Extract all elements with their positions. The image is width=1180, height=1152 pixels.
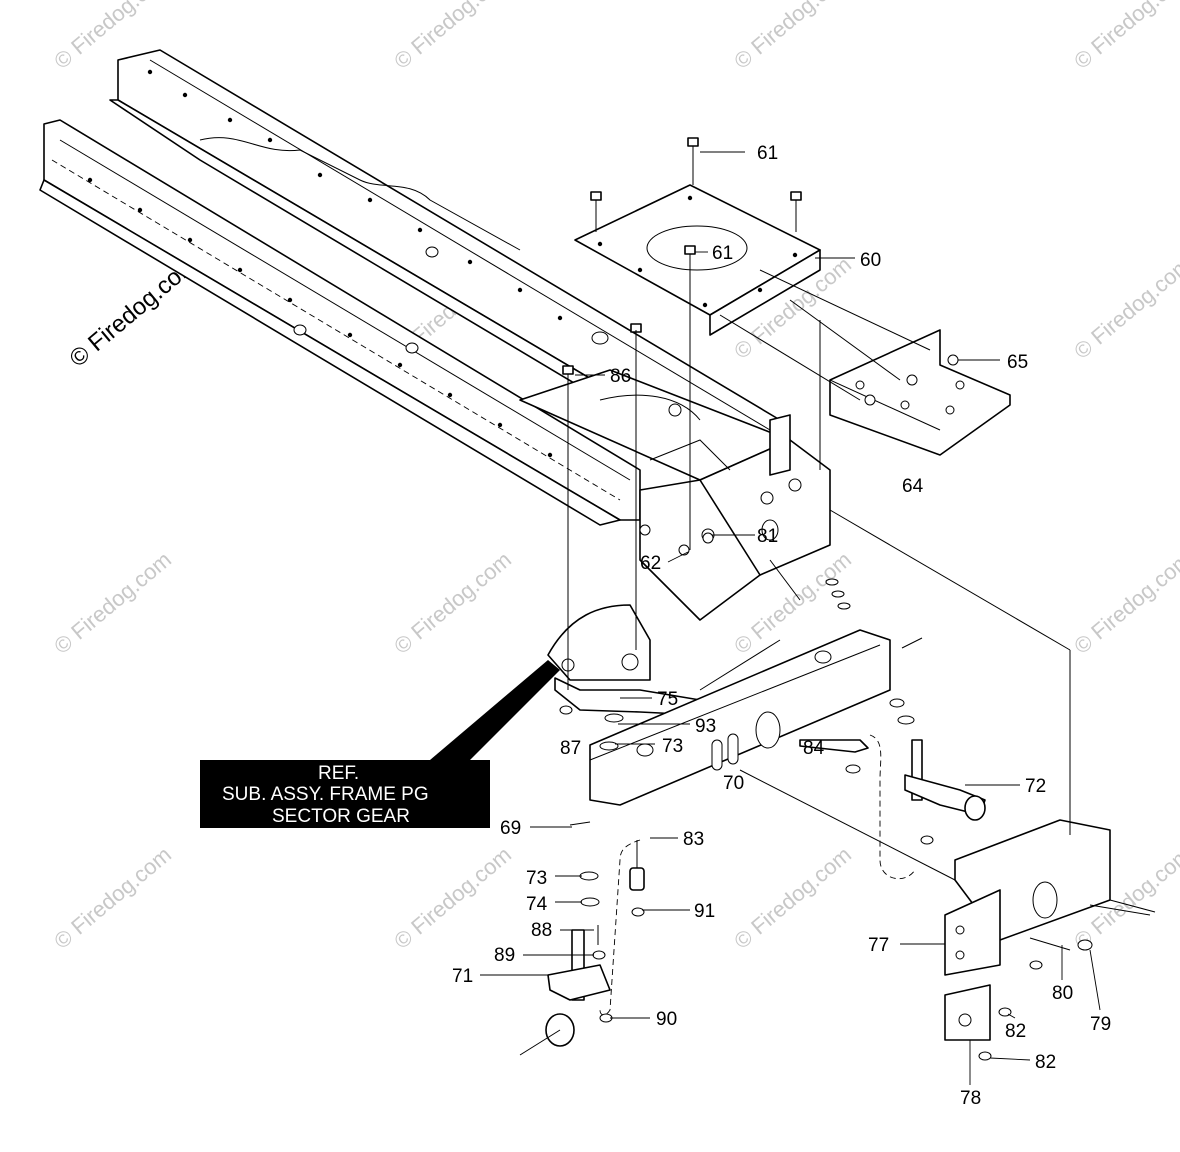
watermark: © Firedog.com <box>389 0 516 74</box>
spindle-left-71 <box>519 929 611 1056</box>
watermark: © Firedog.com <box>49 842 176 954</box>
watermark: © Firedog.com <box>729 0 856 74</box>
callout-86: 86 <box>610 366 631 387</box>
callout-88: 88 <box>531 920 552 941</box>
callout-93: 93 <box>695 716 716 737</box>
callout-labels: 61 61 60 65 64 86 81 62 75 93 73 87 84 7… <box>452 143 1111 1109</box>
reference-line-3: SECTOR GEAR <box>272 806 410 827</box>
callout-73: 73 <box>526 868 547 889</box>
callout-71: 71 <box>452 966 473 987</box>
front-axle-70 <box>589 629 891 806</box>
axle-support-77 <box>944 819 1151 976</box>
callout-73: 73 <box>662 736 683 757</box>
callout-74: 74 <box>526 894 548 915</box>
watermark: © Firedog.com <box>1069 252 1180 364</box>
callout-75: 75 <box>657 689 678 710</box>
callout-78: 78 <box>960 1088 981 1109</box>
callout-83: 83 <box>683 829 704 850</box>
rail-holes <box>87 69 609 458</box>
reference-pointer <box>430 660 560 760</box>
callout-60: 60 <box>860 250 881 271</box>
callout-84: 84 <box>803 738 825 759</box>
watermark: © Firedog.com <box>49 547 176 659</box>
callout-79: 79 <box>1090 1014 1111 1035</box>
callout-65: 65 <box>1007 352 1028 373</box>
reference-line-1: REF. <box>318 763 359 784</box>
callout-77: 77 <box>868 935 889 956</box>
callout-91: 91 <box>694 901 715 922</box>
reference-box <box>200 760 490 828</box>
callout-80: 80 <box>1052 983 1073 1004</box>
callout-70: 70 <box>723 773 744 794</box>
callout-81: 81 <box>757 526 778 547</box>
callout-72: 72 <box>1025 776 1046 797</box>
callout-69: 69 <box>500 818 521 839</box>
bracket-78 <box>944 984 991 1041</box>
watermark: © Firedog.com <box>1069 0 1180 74</box>
watermark: © Firedog.com <box>389 842 516 954</box>
callout-82: 82 <box>1005 1021 1026 1042</box>
callout-62: 62 <box>640 553 661 574</box>
assembly-lines <box>567 255 1071 1016</box>
callout-leaders <box>480 151 1101 1085</box>
fasteners <box>559 137 1156 1061</box>
callout-82: 82 <box>1035 1052 1056 1073</box>
callout-61: 61 <box>757 143 778 164</box>
callout-90: 90 <box>656 1009 677 1030</box>
watermark: © Firedog.com <box>1069 547 1180 659</box>
reference-line-2: SUB. ASSY. FRAME PG <box>222 784 429 805</box>
watermark: © Firedog.com <box>389 547 516 659</box>
callout-89: 89 <box>494 945 515 966</box>
callout-61: 61 <box>712 243 733 264</box>
reference-note: REF. SUB. ASSY. FRAME PG SECTOR GEAR <box>200 660 560 828</box>
mounting-plate-60 <box>574 184 821 336</box>
callout-87: 87 <box>560 738 581 759</box>
callout-64: 64 <box>902 476 924 497</box>
watermark: © Firedog.com <box>729 842 856 954</box>
spindle-right-72 <box>904 739 986 821</box>
